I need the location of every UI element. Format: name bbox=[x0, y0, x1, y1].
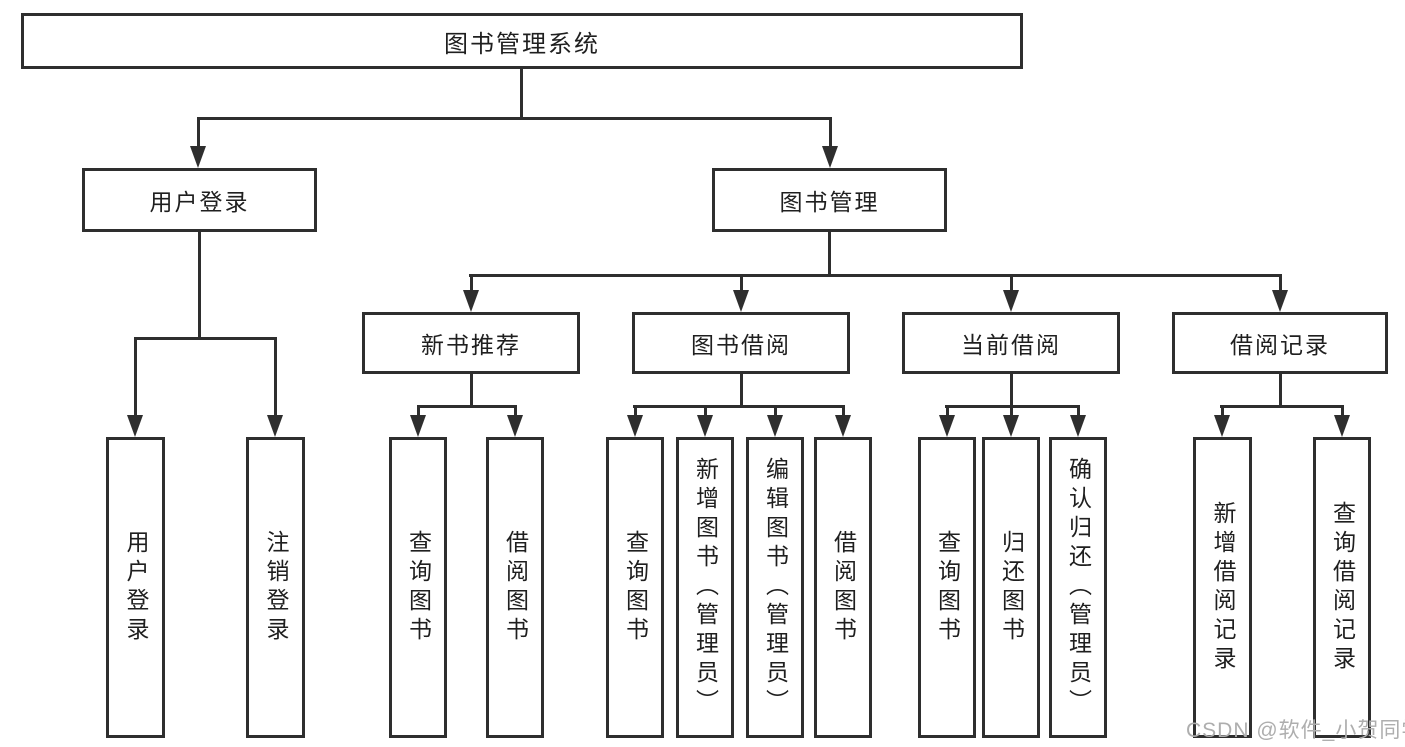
leaf-label: 归还图书 bbox=[998, 529, 1025, 646]
connector-root-stem bbox=[519, 69, 523, 118]
connector-bar bbox=[633, 405, 845, 408]
connector-stem bbox=[739, 274, 743, 294]
node-label: 图书管理系统 bbox=[444, 30, 600, 58]
node-label: 图书借阅 bbox=[691, 332, 791, 358]
arrow-down-icon bbox=[1214, 415, 1230, 437]
leaf-label: 查询图书 bbox=[405, 529, 432, 646]
node-borrowing-records: 借阅记录 bbox=[1172, 312, 1388, 374]
connector-stem bbox=[1009, 274, 1013, 294]
arrow-down-icon bbox=[507, 415, 523, 437]
leaf-logout: 注销登录 bbox=[246, 437, 305, 738]
arrow-down-icon bbox=[463, 290, 479, 312]
connector-stem bbox=[513, 405, 517, 419]
node-label: 用户登录 bbox=[149, 189, 250, 215]
leaf-label: 查询图书 bbox=[934, 529, 961, 646]
connector-stem bbox=[133, 337, 137, 417]
connector-stem bbox=[828, 117, 832, 148]
arrow-down-icon bbox=[822, 146, 838, 168]
connector-stem bbox=[197, 232, 201, 340]
connector-stem bbox=[827, 232, 831, 277]
connector-stem bbox=[1076, 405, 1080, 419]
leaf-borrow-books-recommend: 借阅图书 bbox=[486, 437, 544, 738]
connector-bar bbox=[1220, 405, 1344, 408]
leaf-label: 注销登录 bbox=[263, 529, 289, 646]
leaf-edit-book-admin: 编辑图书（管理员） bbox=[746, 437, 804, 738]
csdn-watermark: CSDN @软件_小贺同学 bbox=[1186, 719, 1405, 742]
leaf-add-book-admin: 新增图书（管理员） bbox=[676, 437, 734, 738]
leaf-label: 查询图书 bbox=[622, 529, 649, 646]
arrow-down-icon bbox=[1272, 290, 1288, 312]
connector-stem bbox=[416, 405, 420, 419]
connector-stem bbox=[469, 274, 473, 294]
connector-bar bbox=[134, 337, 277, 340]
arrow-down-icon bbox=[190, 146, 206, 168]
connector-stem bbox=[773, 405, 777, 419]
connector-stem bbox=[633, 405, 637, 419]
connector-stem bbox=[945, 405, 949, 419]
leaf-label: 编辑图书（管理员） bbox=[762, 457, 789, 718]
connector-stem bbox=[1278, 374, 1282, 408]
node-label: 当前借阅 bbox=[961, 332, 1061, 358]
leaf-confirm-return-admin: 确认归还（管理员） bbox=[1049, 437, 1107, 738]
leaf-query-borrow-record: 查询借阅记录 bbox=[1313, 437, 1371, 738]
connector-stem bbox=[841, 405, 845, 419]
leaf-label: 用户登录 bbox=[123, 529, 149, 646]
arrow-down-icon bbox=[835, 415, 851, 437]
leaf-label: 新增借阅记录 bbox=[1210, 500, 1236, 675]
connector-bar bbox=[469, 274, 1282, 277]
connector-stem bbox=[273, 337, 277, 417]
leaf-label: 查询借阅记录 bbox=[1329, 500, 1356, 675]
connector-bar bbox=[945, 405, 1080, 408]
node-label: 新书推荐 bbox=[421, 332, 521, 358]
connector-stem bbox=[1009, 374, 1013, 408]
arrow-down-icon bbox=[1334, 415, 1350, 437]
leaf-borrow-books-borrowing: 借阅图书 bbox=[814, 437, 872, 738]
connector-stem bbox=[1009, 405, 1013, 419]
arrow-down-icon bbox=[1003, 290, 1019, 312]
node-new-book-recommendation: 新书推荐 bbox=[362, 312, 580, 374]
connector-stem bbox=[1278, 274, 1282, 294]
arrow-down-icon bbox=[410, 415, 426, 437]
leaf-query-books-recommend: 查询图书 bbox=[389, 437, 447, 738]
leaf-query-books-current: 查询图书 bbox=[918, 437, 976, 738]
connector-stem bbox=[1340, 405, 1344, 419]
connector-stem bbox=[469, 374, 473, 408]
connector-root-bar bbox=[197, 117, 832, 120]
arrow-down-icon bbox=[697, 415, 713, 437]
node-book-borrowing: 图书借阅 bbox=[632, 312, 850, 374]
connector-stem bbox=[703, 405, 707, 419]
connector-stem bbox=[1220, 405, 1224, 419]
leaf-label: 借阅图书 bbox=[830, 529, 857, 646]
arrow-down-icon bbox=[627, 415, 643, 437]
leaf-return-books: 归还图书 bbox=[982, 437, 1040, 738]
connector-stem bbox=[196, 117, 200, 148]
arrow-down-icon bbox=[127, 415, 143, 437]
arrow-down-icon bbox=[767, 415, 783, 437]
arrow-down-icon bbox=[939, 415, 955, 437]
leaf-user-login: 用户登录 bbox=[106, 437, 165, 738]
node-current-borrowing: 当前借阅 bbox=[902, 312, 1120, 374]
node-library-management-system: 图书管理系统 bbox=[21, 13, 1023, 69]
node-label: 借阅记录 bbox=[1230, 332, 1330, 358]
arrow-down-icon bbox=[1003, 415, 1019, 437]
arrow-down-icon bbox=[733, 290, 749, 312]
connector-stem bbox=[739, 374, 743, 408]
leaf-label: 新增图书（管理员） bbox=[692, 457, 719, 718]
arrow-down-icon bbox=[1070, 415, 1086, 437]
leaf-label: 确认归还（管理员） bbox=[1065, 457, 1092, 718]
node-book-management: 图书管理 bbox=[712, 168, 947, 232]
connector-bar bbox=[417, 405, 517, 408]
node-user-login: 用户登录 bbox=[82, 168, 317, 232]
node-label: 图书管理 bbox=[779, 189, 880, 215]
leaf-label: 借阅图书 bbox=[502, 529, 529, 646]
leaf-query-books-borrowing: 查询图书 bbox=[606, 437, 664, 738]
leaf-add-borrow-record: 新增借阅记录 bbox=[1193, 437, 1252, 738]
arrow-down-icon bbox=[267, 415, 283, 437]
